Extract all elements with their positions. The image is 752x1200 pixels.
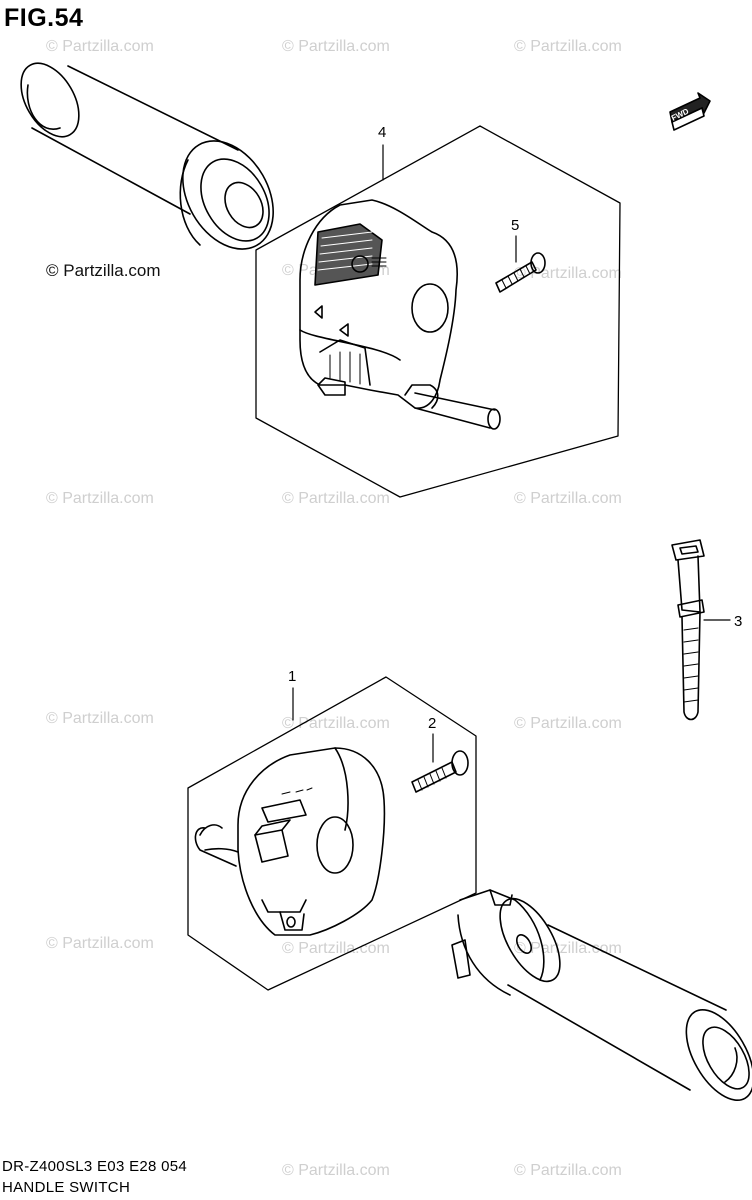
- callout-2: 2: [428, 715, 436, 732]
- watermark: © Partzilla.com: [46, 490, 154, 507]
- watermark: © Partzilla.com: [46, 38, 154, 55]
- watermark: © Partzilla.com: [46, 935, 154, 952]
- footer-model-code: DR-Z400SL3 E03 E28 054: [2, 1158, 188, 1175]
- handle-switch-left: [299, 199, 501, 430]
- watermark: © Partzilla.com: [282, 38, 390, 55]
- fwd-label: FWD: [670, 107, 691, 123]
- callout-5: 5: [511, 217, 519, 234]
- watermark: © Partzilla.com: [282, 490, 390, 507]
- watermark: © Partzilla.com: [514, 490, 622, 507]
- throttle-grip-right: [451, 889, 752, 1102]
- watermark: © Partzilla.com: [514, 265, 622, 282]
- group-frame-1: [187, 676, 477, 991]
- screw-5: [495, 252, 546, 293]
- fwd-arrow-icon: FWD: [669, 92, 711, 131]
- group-frame-4: [255, 125, 621, 498]
- watermark: © Partzilla.com: [514, 715, 622, 732]
- screw-2: [411, 750, 469, 793]
- watermark: © Partzilla.com: [514, 38, 622, 55]
- watermark-main: © Partzilla.com: [46, 261, 161, 280]
- callout-4: 4: [378, 124, 386, 141]
- watermark: © Partzilla.com: [282, 1162, 390, 1179]
- callout-1: 1: [288, 668, 296, 685]
- watermark: © Partzilla.com: [46, 710, 154, 727]
- handlebar-grip-left: [20, 62, 274, 250]
- watermark: © Partzilla.com: [282, 940, 390, 957]
- footer-part-name: HANDLE SWITCH: [2, 1179, 131, 1196]
- figure-title: FIG.54: [4, 4, 84, 32]
- callout-3: 3: [734, 613, 742, 630]
- cable-tie-3: [671, 539, 705, 721]
- watermark: © Partzilla.com: [282, 715, 390, 732]
- watermark: © Partzilla.com: [514, 1162, 622, 1179]
- handle-switch-right: [194, 747, 386, 936]
